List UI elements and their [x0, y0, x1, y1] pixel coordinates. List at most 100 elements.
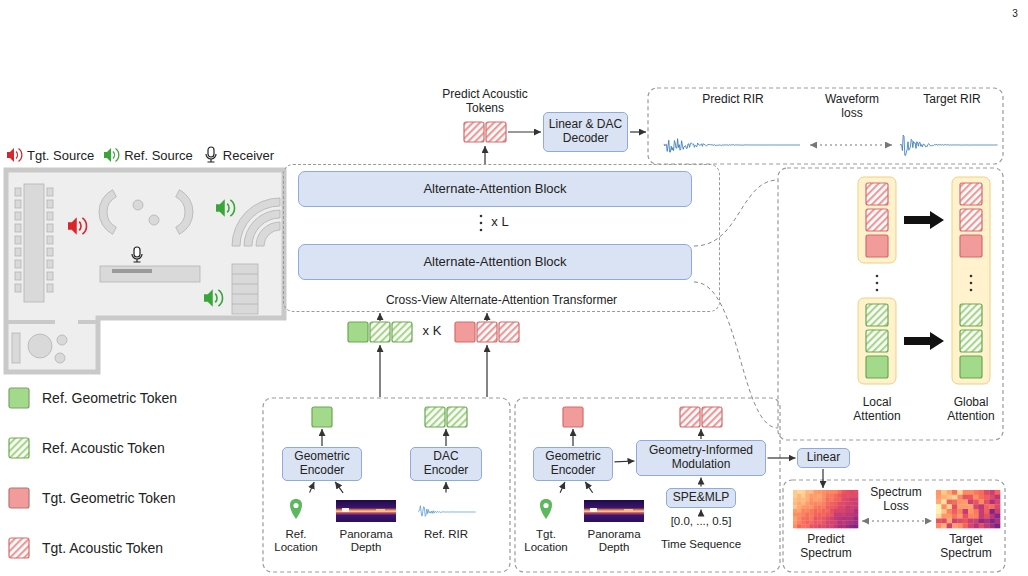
architecture-art: [263, 88, 1005, 572]
loss-label: Spectrum Loss: [863, 486, 929, 514]
hatched-swatch: [9, 438, 29, 458]
spectrum-cell: [984, 509, 990, 514]
spectrum-cell: [801, 490, 805, 494]
chair: [47, 260, 53, 268]
location-pin: [540, 499, 552, 519]
spectrum-cell: [826, 513, 830, 517]
dashed-group: [648, 88, 1003, 164]
legend-text: Tgt. Acoustic Token: [42, 540, 163, 556]
speaker-body: [216, 199, 225, 217]
spectrum-cell: [957, 514, 963, 519]
spectrum-cell: [936, 514, 942, 519]
spectrum-cell: [838, 513, 842, 517]
spectrum-cell: [797, 501, 801, 505]
spectrum-cell: [797, 505, 801, 509]
speaker-body: [104, 148, 111, 162]
spectrum-cell: [830, 517, 834, 521]
spectrum-cell: [952, 523, 958, 528]
spectrum-cell: [793, 490, 797, 494]
spectrum-cell: [963, 495, 969, 500]
spectrum-cell: [805, 490, 809, 494]
spectrum-cell: [805, 524, 809, 528]
spectrum-cell: [936, 523, 942, 528]
connector-arrow: [335, 482, 343, 493]
depth-detail: [376, 509, 385, 512]
spectrum-cell: [979, 495, 985, 500]
spectrum-cell: [947, 519, 953, 524]
legend-icon: [6, 146, 24, 164]
chair: [15, 236, 21, 244]
token: [866, 235, 888, 257]
spectrum-cell: [813, 505, 817, 509]
spectrum-cell: [854, 509, 858, 513]
spectrum-cell: [936, 509, 942, 514]
spectrum-cell: [979, 490, 985, 495]
spectrum-cell: [941, 490, 947, 495]
spectrum-cell: [838, 520, 842, 524]
spectrum-cell: [793, 494, 797, 498]
spectrum-cell: [947, 490, 953, 495]
process-box: Linear: [797, 448, 850, 468]
stage-label: Predict Acoustic Tokens: [437, 88, 533, 116]
arrow: [862, 520, 932, 521]
spectrum-cell: [968, 490, 974, 495]
input-item: Panorama Depth: [576, 494, 652, 554]
input-item: Tgt. Location: [518, 494, 574, 554]
node-text: Cross-View Alternate-Attention Transform…: [386, 294, 617, 308]
spectrum-cell: [984, 523, 990, 528]
zoom-leader: [694, 180, 778, 246]
signal-label: Target Spectrum: [931, 533, 1001, 561]
sofa: [12, 333, 20, 363]
signal-label: Target RIR: [921, 93, 983, 107]
spectrum-cell: [854, 513, 858, 517]
spectrum-cell: [793, 501, 797, 505]
token: [499, 322, 519, 342]
spectrum-cell: [793, 513, 797, 517]
speaker-waves: [215, 290, 222, 306]
chair: [47, 224, 53, 232]
arrow: [572, 429, 573, 446]
waveform: [900, 135, 998, 155]
legend-swatch: [9, 388, 29, 408]
ellipsis-dot: [876, 289, 879, 292]
input-item: [0.0, ..., 0.5]Time Sequence: [656, 515, 746, 555]
spectrum-cell: [984, 490, 990, 495]
spectrum-cell: [850, 494, 854, 498]
spectrum-cell: [936, 504, 942, 509]
token: [960, 235, 982, 257]
spectrum-cell: [989, 504, 995, 509]
legend-item: Tgt. Source: [6, 146, 94, 164]
spectrum-cell: [826, 498, 830, 502]
spectrum-cell: [979, 514, 985, 519]
spectrum-cell: [995, 523, 1001, 528]
spectrum-cell: [846, 509, 850, 513]
ellipsis-dot: [970, 275, 973, 278]
ellipsis-dot: [480, 215, 483, 218]
spectrum-cell: [817, 490, 821, 494]
node-text: Alternate-Attention Block: [423, 182, 566, 197]
spectrum-cell: [797, 520, 801, 524]
depth-image: [336, 500, 396, 522]
spectrum-cell: [850, 498, 854, 502]
spectrum-cell: [809, 520, 813, 524]
token: [702, 407, 722, 427]
spectrum-cell: [817, 501, 821, 505]
attention-label: Global Attention: [940, 396, 1002, 424]
spectrum-cell: [801, 509, 805, 513]
token: [866, 330, 888, 352]
table: [24, 184, 44, 302]
token: [464, 122, 484, 142]
spectrum-cell: [968, 504, 974, 509]
spectrum-cell: [854, 490, 858, 494]
spectrum-cell: [989, 523, 995, 528]
spectrum-cell: [846, 494, 850, 498]
chair: [47, 200, 53, 208]
ellipsis-dot: [876, 282, 879, 285]
token: [960, 330, 982, 352]
node-text: Linear & DAC Decoder: [548, 118, 623, 146]
spectrum-cell: [797, 513, 801, 517]
token: [447, 407, 467, 427]
spectrum-cell: [963, 519, 969, 524]
arrow: [379, 313, 380, 321]
token: [866, 304, 888, 326]
